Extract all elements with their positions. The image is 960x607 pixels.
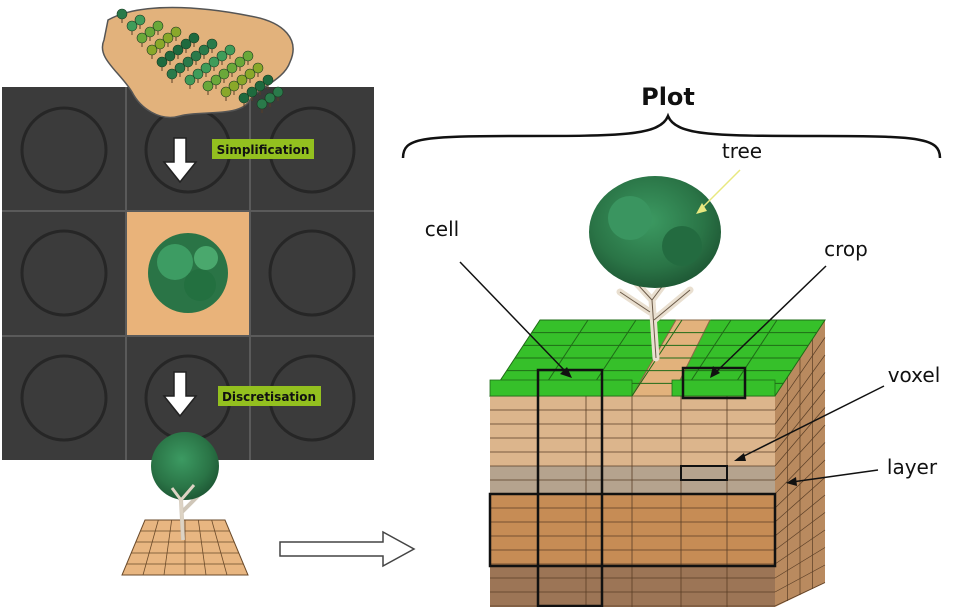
- canopy-shade: [662, 226, 702, 266]
- crop-front-left: [489, 379, 633, 397]
- orchard-tree-icon: [152, 20, 164, 35]
- canopy-highlight: [608, 196, 652, 240]
- orchard-tree-icon: [188, 32, 200, 47]
- orchard-trees: [116, 8, 284, 113]
- tree-pointer: [699, 169, 741, 211]
- layer-pointer: [791, 469, 879, 483]
- cell-pointer-head: [560, 367, 572, 378]
- simplification-label-bg: [212, 139, 314, 159]
- center-tree-canopy-icon: [148, 233, 228, 313]
- orchard-tree-icon: [242, 50, 254, 65]
- plot-brace: [401, 112, 942, 159]
- orchard-tree-icon: [182, 56, 194, 71]
- orchard-tree-icon: [236, 74, 248, 89]
- orchard-tree-icon: [180, 38, 192, 53]
- orchard-tree-icon: [184, 74, 196, 89]
- callout-crop: crop: [824, 237, 868, 261]
- soil-layer-top: [490, 396, 775, 466]
- highlighted-layer: [488, 492, 777, 568]
- soil-block: [488, 319, 826, 607]
- orchard-tree-icon: [228, 80, 240, 95]
- orchard-tree-icon: [164, 50, 176, 65]
- crop-pointer-head: [710, 366, 720, 378]
- orchard-tree-icon: [162, 32, 174, 47]
- voxel-pointer-head: [734, 453, 746, 461]
- orchard-tree-icon: [154, 38, 166, 53]
- orchard-field: [101, 6, 294, 119]
- callout-layer: layer: [887, 455, 938, 479]
- orchard-tree-icon: [262, 74, 274, 89]
- ground-grid-lines: [126, 519, 244, 576]
- discretised-tree: [121, 432, 249, 576]
- crop-pointer: [715, 265, 827, 373]
- plot-tree: [589, 176, 721, 362]
- orchard-tree-icon: [272, 86, 284, 101]
- orchard-tree-icon: [134, 14, 146, 29]
- simplification-label: Simplification: [217, 143, 310, 157]
- orchard-tree-icon: [224, 44, 236, 59]
- orchard-tree-icon: [192, 68, 204, 83]
- orchard-tree-icon: [210, 74, 222, 89]
- orchard-tree-icon: [144, 26, 156, 41]
- callouts: tree cell crop voxel layer: [425, 139, 940, 486]
- orchard-tree-icon: [254, 80, 266, 95]
- down-arrow-icon: [162, 371, 198, 418]
- orchard-tree-icon: [172, 44, 184, 59]
- orchard-tree-icon: [166, 68, 178, 83]
- orchard-tree-icon: [200, 62, 212, 77]
- right-arrow-icon: [279, 530, 416, 568]
- highlighted-cell-column: [536, 368, 604, 607]
- small-tree-canopy-icon: [151, 432, 219, 500]
- cell-pointer: [459, 261, 567, 373]
- orchard-tree-icon: [238, 92, 250, 107]
- orchard-tree-icon: [174, 62, 186, 77]
- orchard-tree-icon: [264, 92, 276, 107]
- discretisation-label: Discretisation: [222, 390, 316, 404]
- tree-outline-icon: [20, 229, 108, 317]
- orchard-tree-icon: [226, 62, 238, 77]
- orchard-tree-icon: [156, 56, 168, 71]
- callout-cell: cell: [425, 217, 459, 241]
- orchard-tree-icon: [220, 86, 232, 101]
- discretisation-step: Discretisation: [162, 371, 321, 418]
- tree-outline-icon: [20, 354, 108, 442]
- orchard-tree-icon: [126, 20, 138, 35]
- plot-title: Plot: [641, 83, 695, 111]
- soil-layer-mid: [490, 494, 775, 566]
- orchard-tree-icon: [234, 56, 246, 71]
- orchard-tree-icon: [116, 8, 128, 23]
- highlighted-voxel: [680, 465, 728, 481]
- callout-voxel: voxel: [888, 363, 941, 387]
- soil-layer-bottom: [490, 566, 775, 607]
- down-arrow-icon: [162, 137, 198, 184]
- layer-pointer-head: [786, 477, 797, 486]
- orchard-tree-icon: [198, 44, 210, 59]
- tree-pointer-head: [696, 203, 707, 214]
- orchard-tree-icon: [136, 32, 148, 47]
- discretisation-label-bg: [218, 386, 321, 406]
- tree-outline-icon: [20, 106, 108, 194]
- crop-front-right: [671, 379, 776, 397]
- orchard-tree-icon: [244, 68, 256, 83]
- side-voxel-grid: [774, 337, 826, 607]
- orchard-tree-icon: [218, 68, 230, 83]
- orchard-tree-icon: [256, 98, 268, 113]
- orchard-tree-icon: [170, 26, 182, 41]
- tree-outline-icon: [268, 229, 356, 317]
- orchard-tree-icon: [146, 44, 158, 59]
- plot-tree-canopy-icon: [589, 176, 721, 288]
- voxel-pointer: [739, 385, 885, 459]
- orchard-tree-icon: [252, 62, 264, 77]
- orchard-tree-icon: [216, 50, 228, 65]
- orchard-tree-icon: [208, 56, 220, 71]
- orchard-tree-icon: [190, 50, 202, 65]
- orchard-tree-icon: [202, 80, 214, 95]
- callout-tree: tree: [722, 139, 762, 163]
- small-tree-branches: [170, 484, 196, 541]
- orchard-tree-icon: [246, 86, 258, 101]
- simplification-step: Simplification: [162, 137, 314, 184]
- orchard-tree-icon: [206, 38, 218, 53]
